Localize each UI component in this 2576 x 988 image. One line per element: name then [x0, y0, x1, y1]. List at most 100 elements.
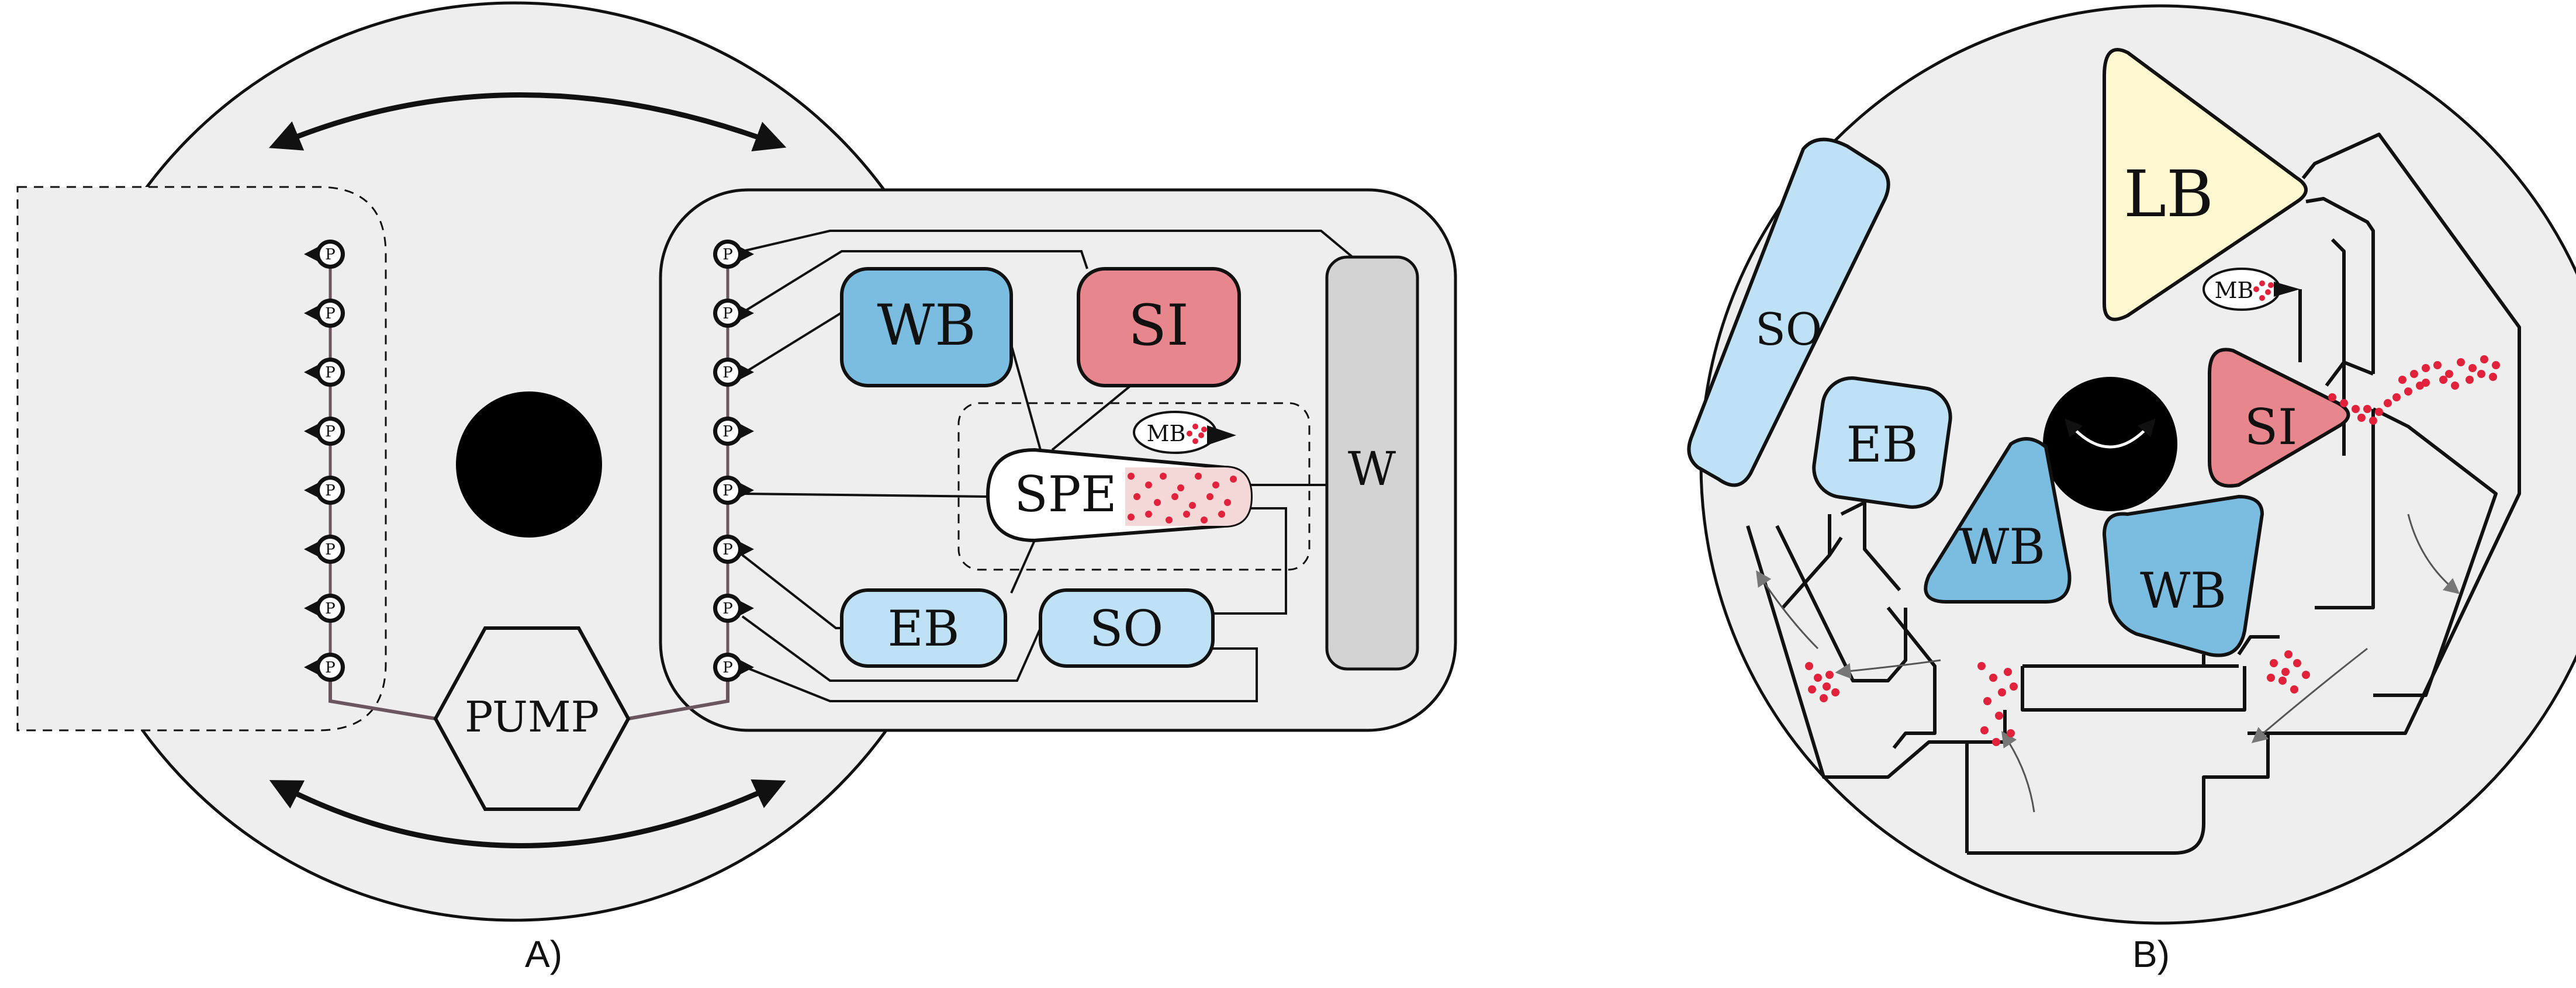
bead-dot: [1154, 499, 1161, 506]
solvent-oil-chamber-a: [1039, 588, 1215, 668]
bead-dot: [1187, 431, 1192, 436]
channels-a: [741, 230, 1357, 702]
bead-dot: [1166, 516, 1173, 524]
channels-b: [1746, 133, 2521, 855]
valve-label: P: [325, 600, 336, 618]
bead-dot: [1212, 481, 1219, 488]
bead-dot: [1145, 481, 1152, 488]
bead-dot: [1201, 427, 1207, 432]
bead-dot: [1230, 476, 1237, 483]
valve-6: P: [304, 535, 345, 564]
bead-dot: [1814, 674, 1822, 682]
flow-arrow-3: [2001, 731, 2035, 813]
valve-face: [320, 303, 341, 324]
panel-b: LB MB SI SO EB WB WB B): [1687, 4, 2576, 975]
valve-face: [717, 421, 738, 442]
valve-face: [320, 657, 341, 678]
valve-5: P: [713, 476, 754, 505]
bead-dot: [2451, 382, 2459, 390]
mb-outlet-b: [2274, 282, 2300, 297]
valve-7: P: [304, 594, 345, 623]
bead-dot: [1128, 514, 1135, 521]
elution-buffer-label-b: EB: [1846, 416, 1918, 473]
bead-dot: [2492, 361, 2500, 369]
spe-bead-zone: [1125, 467, 1251, 526]
bead-dot: [2422, 364, 2430, 372]
valve-3: P: [304, 358, 345, 387]
bead-dot: [2281, 668, 2290, 676]
bead-dot: [2433, 361, 2442, 369]
elution-buffer-label-a: EB: [887, 600, 959, 657]
wash-buffer-label-b2: WB: [2140, 562, 2226, 619]
bead-dot: [2302, 671, 2310, 679]
elution-buffer-chamber-a: [840, 588, 1007, 668]
bead-dot: [1825, 671, 1834, 679]
pump: [433, 626, 631, 811]
bead-dot: [2278, 677, 2287, 685]
solvent-oil-label-a: SO: [1090, 600, 1163, 657]
bead-dot: [2265, 289, 2271, 295]
bead-clusters: [1805, 355, 2500, 746]
disc-b-center-hole: [2043, 377, 2177, 511]
bead-dot: [1992, 738, 2000, 746]
bead-dot: [1195, 473, 1202, 480]
valve-nozzle: [738, 423, 754, 439]
bead-dot: [1128, 473, 1135, 480]
bead-dot: [1805, 662, 1813, 670]
valve-label: P: [722, 246, 733, 264]
bead-dot: [2439, 376, 2447, 384]
bead-dot: [2468, 364, 2477, 372]
bead-dot: [1177, 484, 1184, 491]
spe-region: [957, 402, 1311, 571]
valve-face: [320, 244, 341, 265]
wash-buffer-chamber: [840, 267, 1013, 387]
spe-beads: [1128, 473, 1237, 524]
bead-dot: [2369, 417, 2377, 425]
waste-label: W: [1348, 442, 1396, 496]
valve-nozzle: [304, 600, 320, 616]
bead-dot: [2457, 358, 2465, 366]
valve-nozzle: [738, 600, 754, 616]
flow-arrow-2: [2251, 647, 2368, 743]
lysis-buffer-chamber: [2103, 48, 2308, 321]
bead-dot: [2489, 373, 2497, 381]
bead-dot: [2363, 405, 2371, 413]
bead-dot: [1820, 694, 1828, 702]
valve-2: P: [713, 299, 754, 328]
valve-nozzle: [304, 246, 320, 262]
lysis-buffer-label: LB: [2124, 157, 2214, 231]
bead-dot: [1989, 674, 1997, 682]
valve-nozzle: [738, 482, 754, 498]
valve-label: P: [325, 659, 336, 677]
valve-nozzle: [738, 246, 754, 262]
valve-face: [717, 539, 738, 560]
wash-buffer-label: WB: [877, 293, 976, 358]
wash-buffer-chamber-b1: [1924, 437, 2072, 604]
valve-nozzle: [304, 541, 320, 557]
valve-face: [717, 244, 738, 265]
valve-nozzle: [738, 541, 754, 557]
rotation-arrow-bottom: [269, 779, 786, 848]
bead-dot: [2352, 405, 2360, 413]
mb-outlet-a: [1207, 425, 1236, 445]
valve-8: P: [713, 653, 754, 682]
valve-face: [320, 421, 341, 442]
bead-dot: [2404, 387, 2412, 396]
bead-dot: [2290, 685, 2298, 694]
bead-dot: [1831, 688, 1839, 696]
valve-nozzle: [304, 659, 320, 675]
bead-dot: [1133, 493, 1140, 500]
valve-label: P: [722, 482, 733, 500]
valve-nozzle: [304, 305, 320, 321]
bead-dot: [2004, 668, 2012, 676]
valve-4: P: [713, 417, 754, 446]
valve-label: P: [325, 305, 336, 323]
bead-dot: [1201, 516, 1208, 524]
spe-label: SPE: [1014, 466, 1116, 523]
valve-face: [320, 362, 341, 383]
sample-input-chamber-b: [2208, 348, 2350, 488]
valve-face: [320, 480, 341, 501]
